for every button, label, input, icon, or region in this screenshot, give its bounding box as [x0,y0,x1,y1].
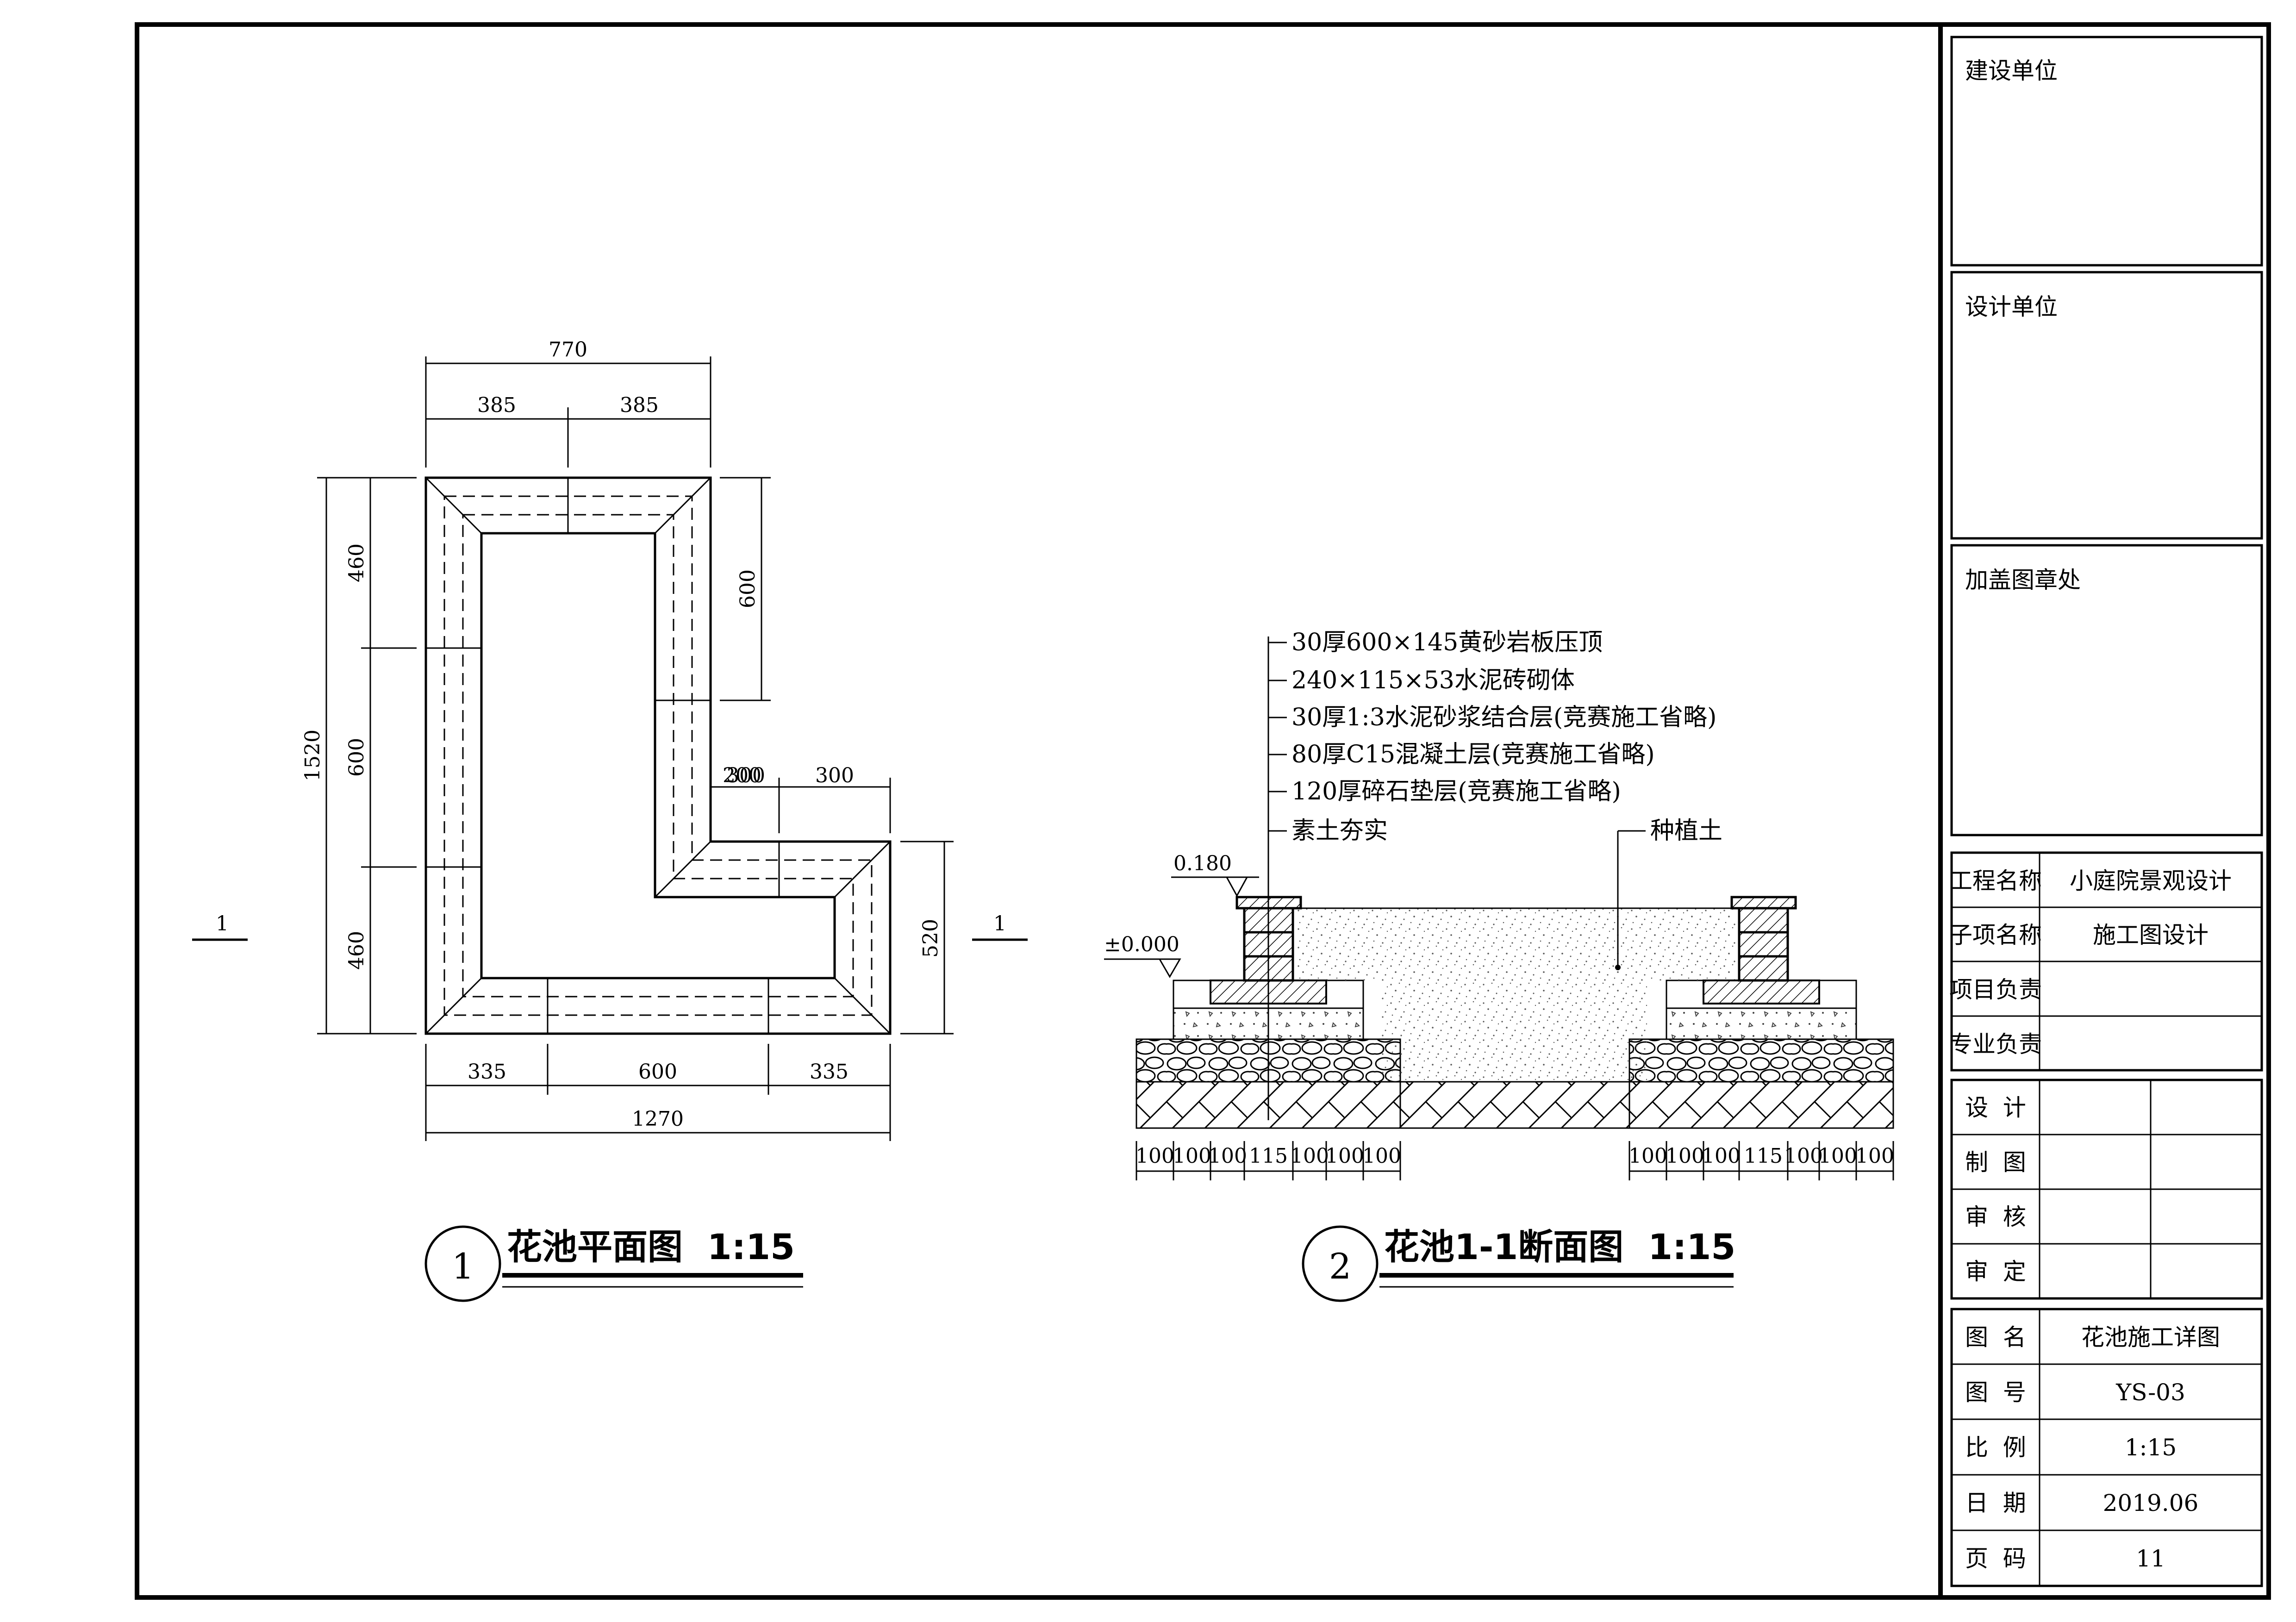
layer-note: 120厚碎石垫层(竞赛施工省略) [1292,778,1621,805]
section-title: 花池1-1断面图 1:15 [1384,1226,1735,1267]
drawing-info-label: 比 例 [1965,1434,2026,1461]
info-label: 专业负责 [1949,1031,2042,1058]
level-top: 0.180 [1173,852,1232,875]
dim-top-right: 385 [620,393,659,417]
plan-number-circle [424,1225,501,1302]
section-dim: 100 [1818,1144,1857,1168]
info-label: 项目负责 [1949,976,2042,1003]
designer-label: 设计单位 [1965,293,2058,320]
drawing-date: 2019.06 [2103,1490,2199,1516]
info-value: 施工图设计 [2093,922,2209,948]
dim-bottom-left: 335 [468,1060,506,1084]
soil-label: 种植土 [1650,817,1722,845]
section-dim: 100 [1136,1144,1174,1168]
page-number: 11 [2136,1545,2165,1572]
dim-bottom-total: 1270 [632,1107,684,1131]
dim-left-total: 1520 [301,730,324,781]
dim-right-small-a: 200 [723,764,761,787]
client-label: 建设单位 [1965,57,2058,84]
planter-outline-outer [424,476,892,1035]
section-mark-left: 1 [216,912,229,936]
dim-top-total: 770 [549,338,587,362]
seal-label: 加盖图章处 [1965,567,2081,593]
signature-label: 审 核 [1965,1204,2026,1230]
section-dim: 100 [1784,1144,1823,1168]
section-dim: 100 [1362,1144,1401,1168]
drawing-number: YS-03 [2115,1379,2185,1406]
section-mark-right: 1 [993,912,1006,936]
drawing-scale: 1:15 [2125,1434,2177,1461]
dim-right-step: 300 [815,764,854,787]
dim-bottom-mid: 600 [638,1060,677,1084]
section-dim: 100 [1173,1144,1211,1168]
planter-outline-inner [480,532,836,979]
section-dim: 115 [1249,1144,1288,1168]
dim-left-mid: 600 [345,738,368,777]
info-label: 子项名称 [1949,922,2042,948]
dim-top-left: 385 [477,393,516,417]
plan-view: 770 385 385 1520 460 600 460 600 200 300… [192,338,1028,1302]
sheet-border [135,22,2271,1600]
layer-note: 80厚C15混凝土层(竞赛施工省略) [1292,741,1655,768]
section-dim: 100 [1325,1144,1364,1168]
dim-right-small-b: 300 [726,764,765,787]
dim-right-lower: 520 [919,919,942,958]
layer-note: 240×115×53水泥砖砌体 [1292,667,1575,694]
section-dim: 100 [1702,1144,1741,1168]
signature-label: 设 计 [1965,1094,2026,1121]
section-dim: 100 [1208,1144,1247,1168]
dim-left-top: 460 [345,543,368,582]
section-number-circle [1302,1225,1379,1302]
section-dim: 100 [1628,1144,1667,1168]
plan-title: 花池平面图 1:15 [507,1226,795,1267]
layer-note: 30厚600×145黄砂岩板压顶 [1292,629,1603,656]
dim-right-upper: 600 [736,569,760,608]
section-dim: 115 [1744,1144,1783,1168]
drawing-info-label: 页 码 [1965,1545,2026,1572]
drawing-info-label: 日 期 [1965,1490,2026,1516]
plan-number: 1 [452,1246,474,1287]
dim-bottom-right: 335 [810,1060,849,1084]
info-label: 工程名称 [1949,867,2042,894]
signature-label: 制 图 [1965,1149,2026,1176]
layer-note: 素土夯实 [1292,817,1388,845]
signature-label: 审 定 [1965,1258,2026,1285]
drawing-name: 花池施工详图 [2081,1324,2220,1351]
section-number: 2 [1329,1246,1351,1287]
drawing-info-label: 图 号 [1965,1379,2026,1406]
level-zero: ±0.000 [1104,933,1179,956]
layer-note: 30厚1:3水泥砂浆结合层(竞赛施工省略) [1292,704,1716,731]
drawing-info-label: 图 名 [1965,1324,2026,1351]
section-dim: 100 [1290,1144,1329,1168]
info-value: 小庭院景观设计 [2070,867,2232,894]
section-dim: 100 [1666,1144,1704,1168]
dim-left-bottom: 460 [345,931,368,970]
title-block: 建设单位 设计单位 加盖图章处 工程名称 小庭院景观设计 子项名称 施工图设计 … [1949,36,2263,1587]
section-view: 30厚600×145黄砂岩板压顶 240×115×53水泥砖砌体 30厚1:3水… [1104,629,1894,1302]
section-dim: 100 [1855,1144,1894,1168]
